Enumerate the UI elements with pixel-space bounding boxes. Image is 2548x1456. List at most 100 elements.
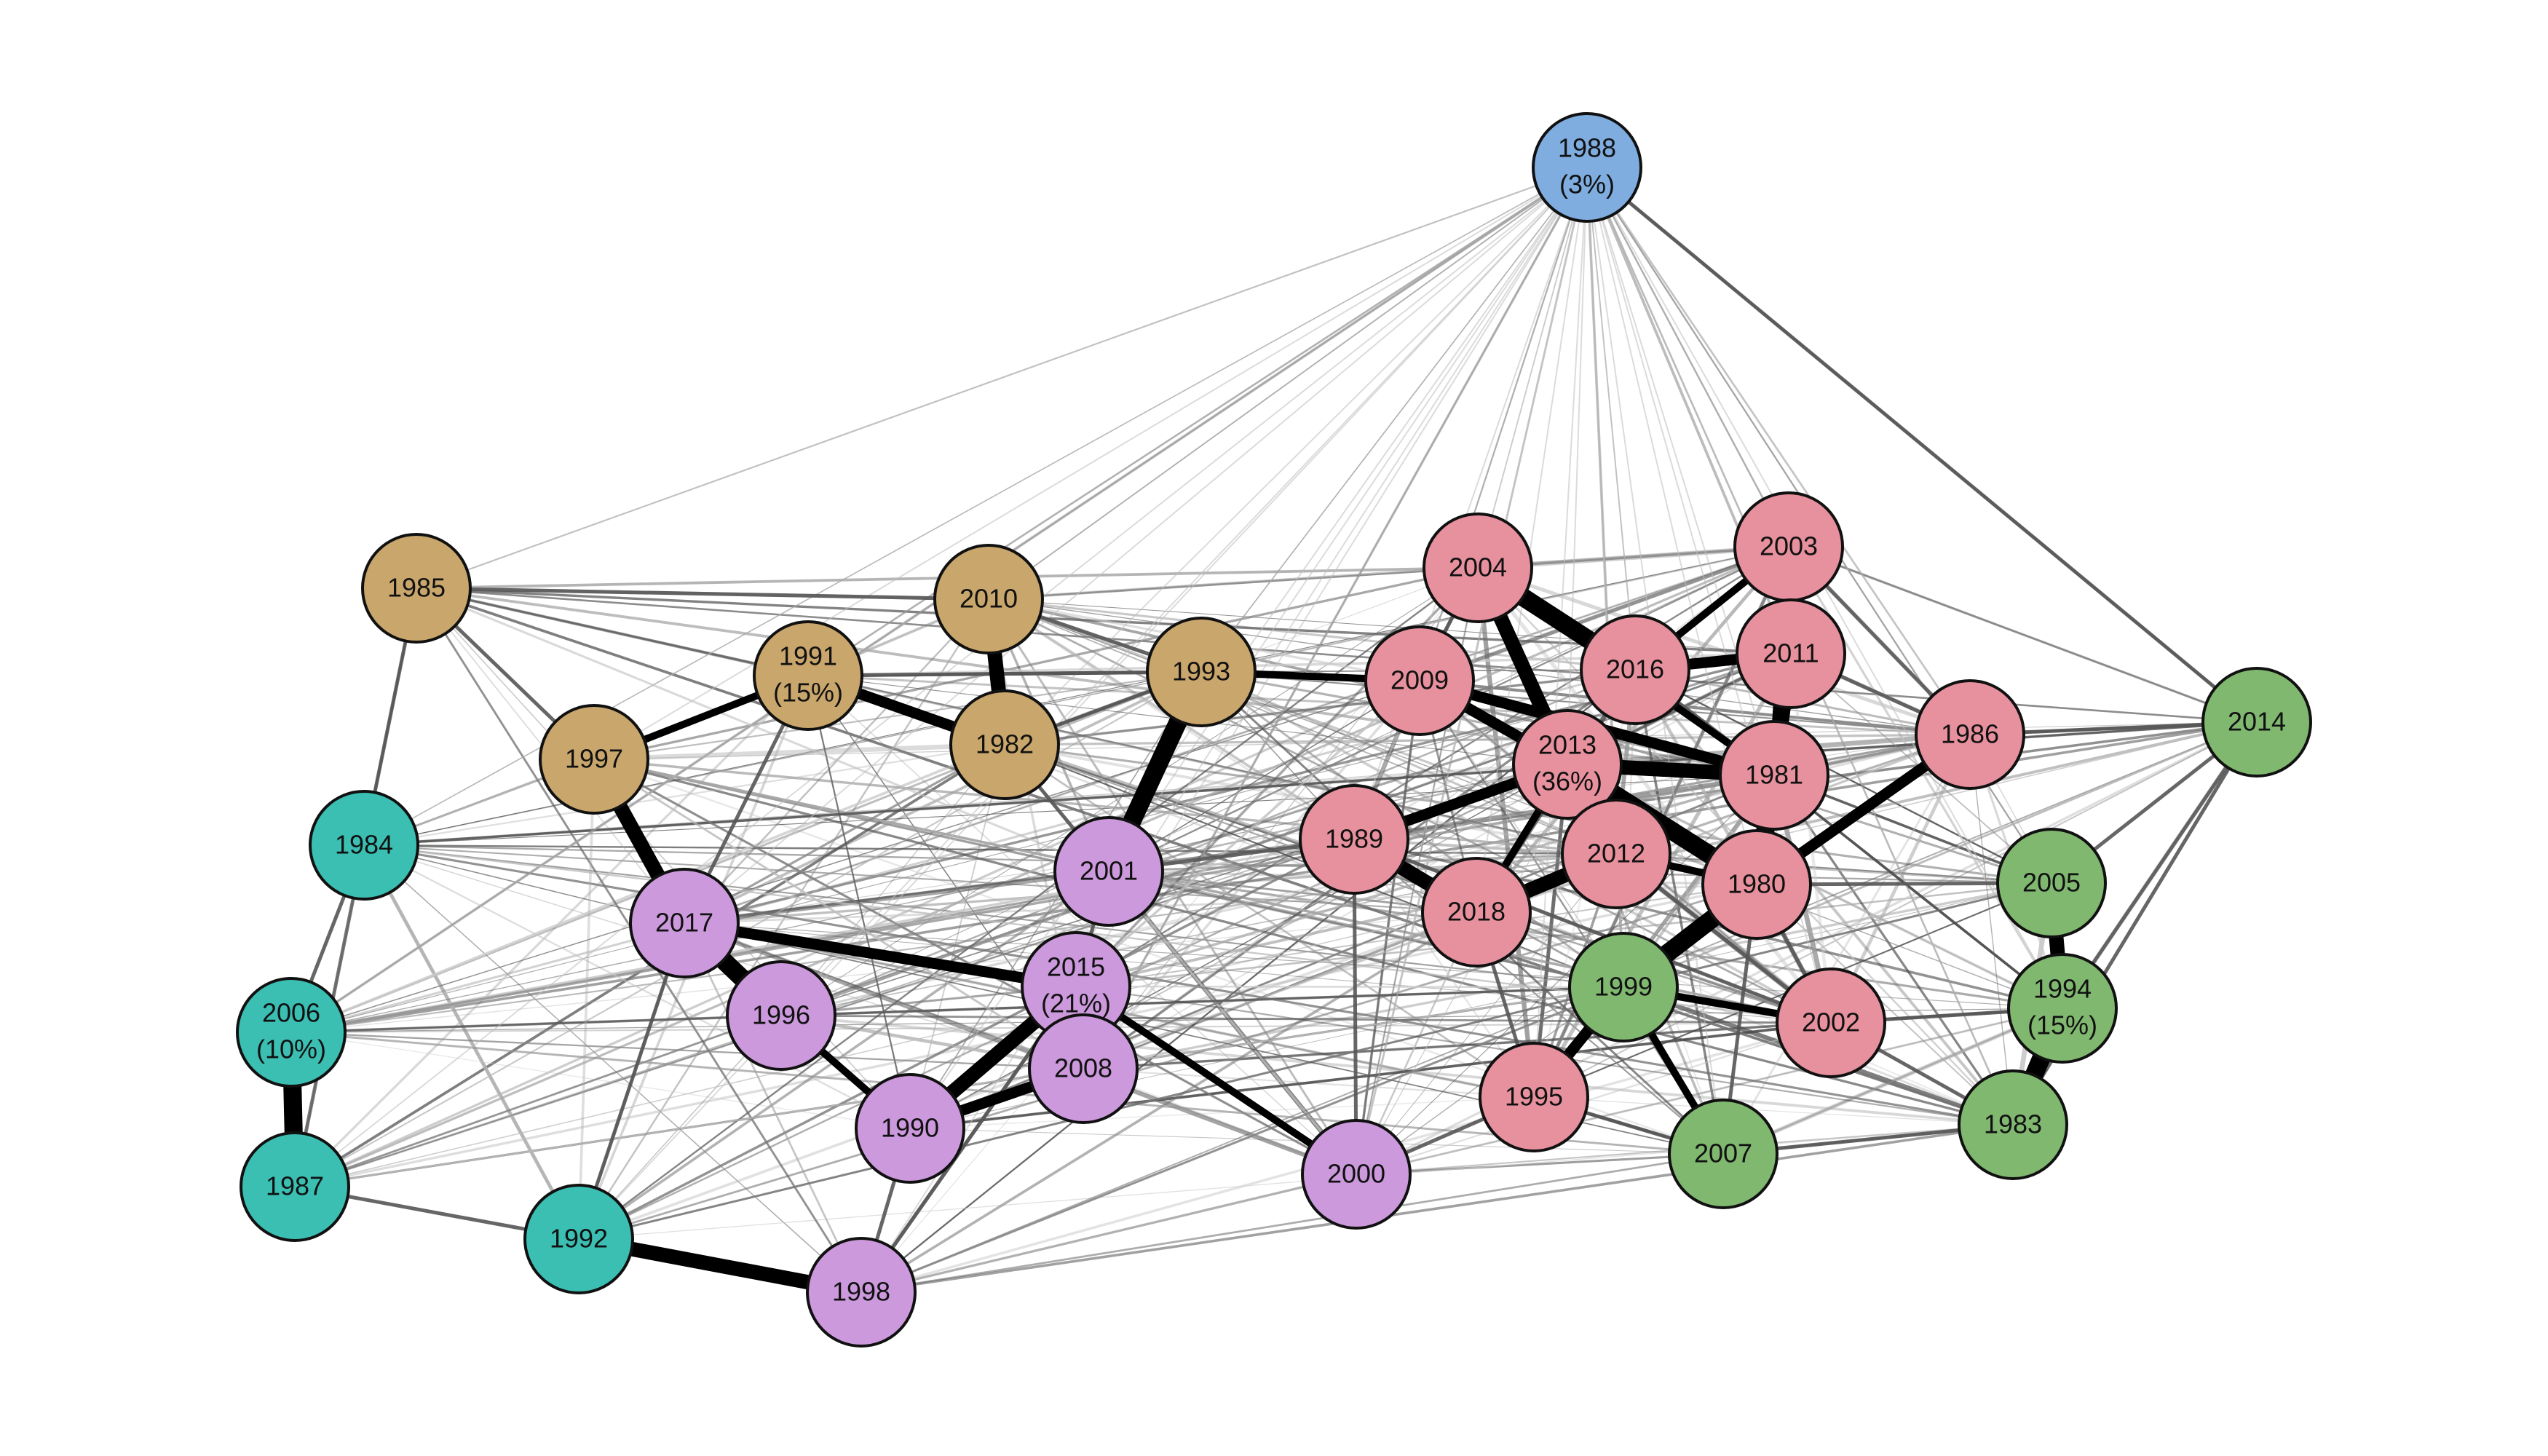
node-1989[interactable]: 1989 bbox=[1299, 784, 1409, 895]
node-label: 2006 bbox=[262, 998, 320, 1028]
node-2013[interactable]: 2013(36%) bbox=[1512, 709, 1623, 820]
edge-1988 bbox=[1200, 167, 1588, 673]
node-2012[interactable]: 2012 bbox=[1561, 799, 1671, 909]
node-label: 1992 bbox=[550, 1224, 608, 1254]
node-label: 1981 bbox=[1745, 760, 1803, 790]
node-label: 2007 bbox=[1694, 1139, 1752, 1168]
edge-weak bbox=[363, 844, 862, 1293]
edge-weak bbox=[415, 587, 1110, 873]
node-2007[interactable]: 2007 bbox=[1668, 1099, 1779, 1209]
node-sublabel: (15%) bbox=[2027, 1010, 2097, 1040]
node-1997[interactable]: 1997 bbox=[539, 704, 649, 815]
edge-weak bbox=[860, 1173, 1358, 1294]
node-1990[interactable]: 1990 bbox=[855, 1073, 965, 1184]
node-2017[interactable]: 2017 bbox=[629, 868, 740, 978]
node-1999[interactable]: 1999 bbox=[1568, 932, 1679, 1042]
edge-1988 bbox=[1586, 167, 1971, 735]
node-2011[interactable]: 2011 bbox=[1736, 598, 1846, 709]
node-1985[interactable]: 1985 bbox=[361, 533, 472, 644]
node-label: 2002 bbox=[1802, 1008, 1860, 1037]
node-2003[interactable]: 2003 bbox=[1733, 491, 1844, 602]
node-circle bbox=[2201, 667, 2312, 778]
node-circle bbox=[1299, 784, 1409, 895]
node-circle bbox=[933, 544, 1044, 654]
edge-weak bbox=[987, 566, 1479, 601]
node-2001[interactable]: 2001 bbox=[1053, 816, 1164, 927]
edge-weak bbox=[577, 870, 1110, 1241]
edge-medium bbox=[414, 586, 991, 601]
node-circle bbox=[1776, 968, 1886, 1078]
edge-weak bbox=[290, 838, 1356, 1034]
node-1983[interactable]: 1983 bbox=[1958, 1069, 2068, 1180]
node-2005[interactable]: 2005 bbox=[1996, 828, 2107, 938]
node-label: 2018 bbox=[1447, 897, 1506, 927]
edge-weak bbox=[1969, 734, 2014, 1125]
node-2002[interactable]: 2002 bbox=[1776, 968, 1886, 1078]
node-1981[interactable]: 1981 bbox=[1719, 720, 1829, 831]
node-1988[interactable]: 1988(3%) bbox=[1532, 112, 1642, 223]
edge-weak bbox=[807, 675, 1357, 1175]
node-1993[interactable]: 1993 bbox=[1146, 617, 1257, 727]
node-label: 1990 bbox=[881, 1113, 939, 1143]
node-1991[interactable]: 1991(15%) bbox=[753, 620, 863, 731]
edge-1988 bbox=[1586, 167, 1636, 670]
node-label: 1998 bbox=[832, 1277, 890, 1307]
node-2018[interactable]: 2018 bbox=[1421, 857, 1532, 968]
node-sublabel: (21%) bbox=[1041, 989, 1111, 1018]
edge-weak bbox=[909, 744, 1005, 1129]
node-2000[interactable]: 2000 bbox=[1301, 1119, 1412, 1230]
edge-weak bbox=[1615, 852, 2053, 885]
edge-weak bbox=[1787, 545, 2258, 724]
node-1994[interactable]: 1994(15%) bbox=[2007, 953, 2118, 1064]
node-label: 1991 bbox=[779, 641, 837, 671]
node-2014[interactable]: 2014 bbox=[2201, 667, 2312, 778]
node-circle bbox=[1423, 513, 1533, 623]
node-circle bbox=[523, 1184, 634, 1294]
node-1986[interactable]: 1986 bbox=[1915, 679, 2025, 790]
node-1980[interactable]: 1980 bbox=[1701, 829, 1812, 940]
edge-medium bbox=[1352, 837, 1833, 1025]
node-label: 1999 bbox=[1594, 972, 1653, 1002]
node-2004[interactable]: 2004 bbox=[1423, 513, 1533, 623]
edge-weak bbox=[290, 986, 1625, 1034]
node-label: 2000 bbox=[1327, 1159, 1385, 1189]
edge-weak bbox=[1533, 1096, 2014, 1125]
node-circle bbox=[236, 977, 347, 1088]
node-2015[interactable]: 2015(21%) bbox=[1021, 931, 1131, 1042]
node-1992[interactable]: 1992 bbox=[523, 1184, 634, 1294]
edge-weak bbox=[1722, 733, 1971, 1155]
edge-weak bbox=[1355, 1152, 1725, 1176]
node-2008[interactable]: 2008 bbox=[1028, 1013, 1139, 1124]
edge-weak bbox=[293, 674, 810, 1188]
edge-1988 bbox=[684, 167, 1588, 924]
edge-weak bbox=[780, 744, 1005, 1016]
node-1996[interactable]: 1996 bbox=[726, 960, 836, 1071]
node-circle bbox=[1028, 1013, 1139, 1124]
edge-weak bbox=[988, 598, 1971, 735]
node-1982[interactable]: 1982 bbox=[949, 689, 1060, 800]
node-1984[interactable]: 1984 bbox=[309, 790, 419, 901]
edge-weak bbox=[593, 758, 2014, 1126]
edge-weak bbox=[578, 884, 1757, 1240]
node-circle bbox=[309, 790, 419, 901]
edge-weak bbox=[290, 1032, 911, 1129]
node-label: 2017 bbox=[655, 908, 713, 938]
node-2016[interactable]: 2016 bbox=[1580, 614, 1690, 725]
node-2006[interactable]: 2006(10%) bbox=[236, 977, 347, 1088]
node-2010[interactable]: 2010 bbox=[933, 544, 1044, 654]
node-label: 1997 bbox=[565, 744, 623, 774]
node-2009[interactable]: 2009 bbox=[1364, 625, 1475, 736]
edge-weak bbox=[577, 911, 1478, 1241]
edge-1988 bbox=[1533, 167, 1588, 1098]
edge-weak bbox=[1355, 1021, 1832, 1176]
node-label: 2005 bbox=[2022, 868, 2081, 898]
node-1998[interactable]: 1998 bbox=[806, 1237, 917, 1348]
edge-weak bbox=[290, 911, 1477, 1033]
node-1987[interactable]: 1987 bbox=[240, 1131, 350, 1242]
edge-medium bbox=[1585, 165, 2259, 724]
edge-weak bbox=[1003, 743, 1618, 855]
node-label: 2009 bbox=[1390, 665, 1449, 695]
node-1995[interactable]: 1995 bbox=[1479, 1042, 1589, 1152]
node-label: 1987 bbox=[266, 1171, 324, 1201]
node-label: 2012 bbox=[1587, 839, 1645, 869]
